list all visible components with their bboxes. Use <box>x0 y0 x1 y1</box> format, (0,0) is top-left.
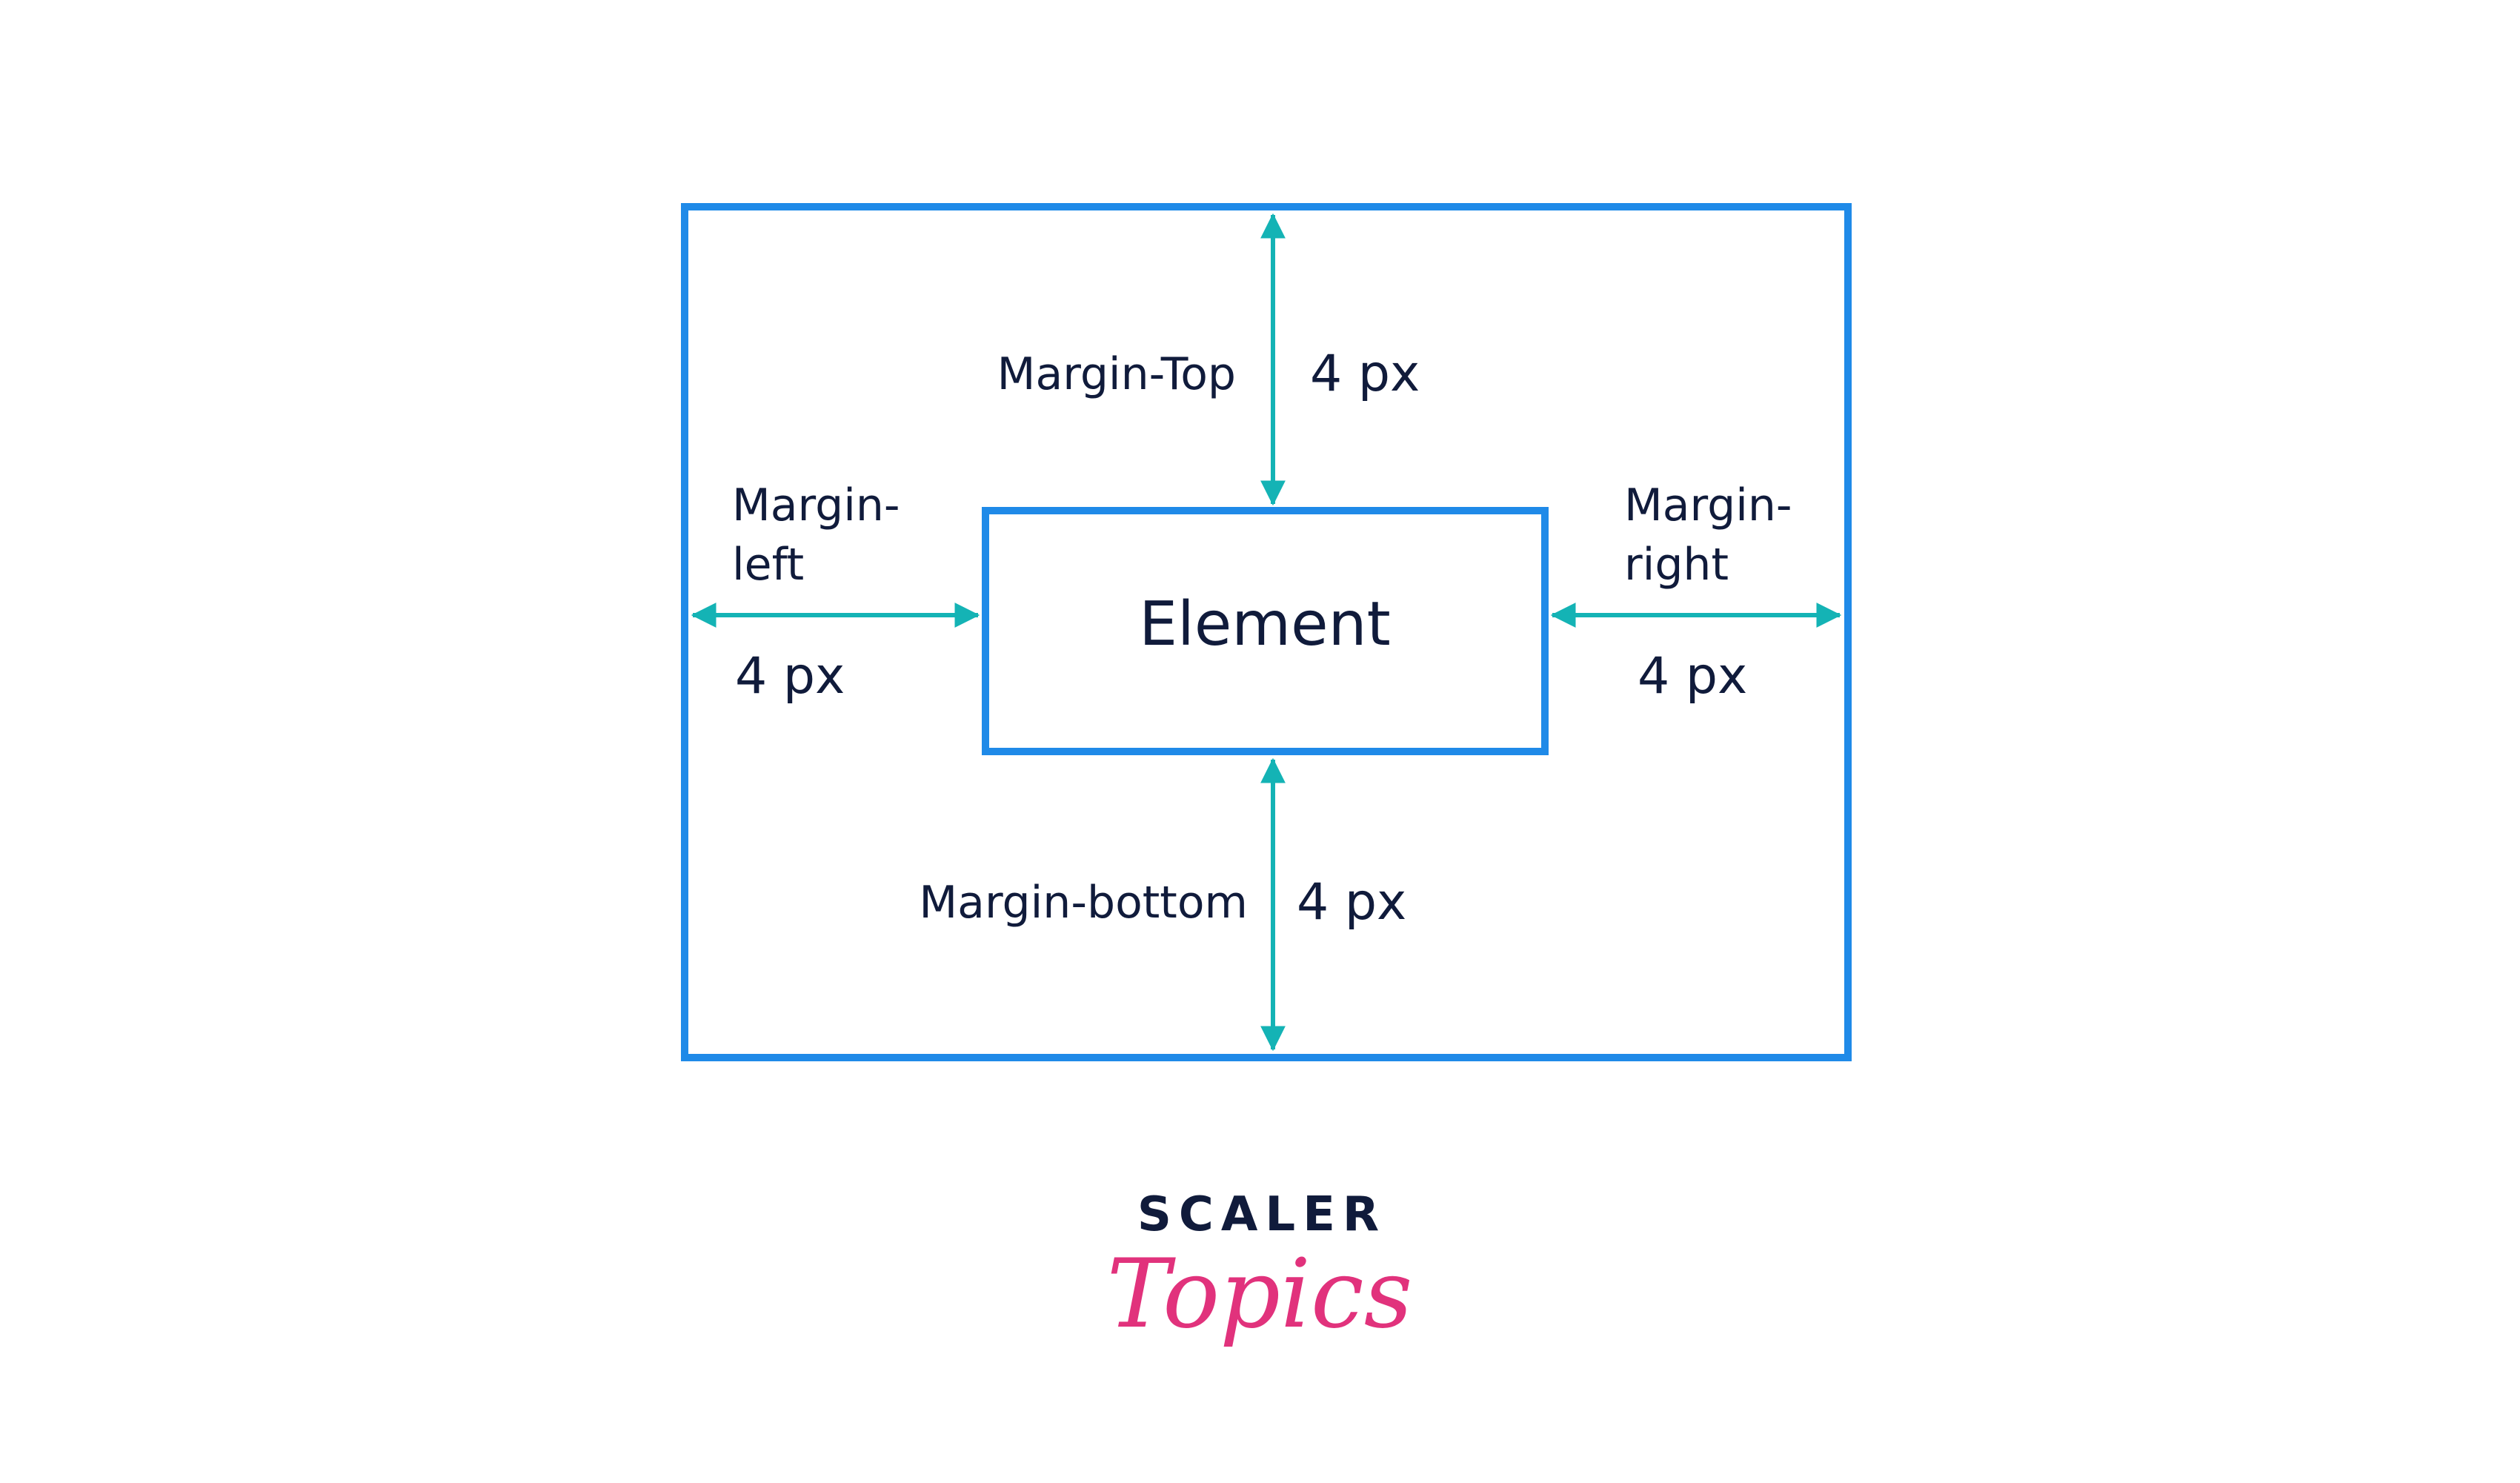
margin-right-value: 4 px <box>1638 647 1747 706</box>
outer-box <box>681 203 1852 1061</box>
margin-right-label-line1: Margin- <box>1624 480 1792 531</box>
margin-bottom-label: Margin-bottom <box>919 877 1248 929</box>
scaler-topics-logo: SCALER Topics <box>1107 1187 1413 1350</box>
element-label: Element <box>1139 589 1391 660</box>
margin-bottom-value: 4 px <box>1297 873 1406 932</box>
element-box <box>982 507 1549 755</box>
logo-scaler-text: SCALER <box>1137 1187 1386 1242</box>
margin-right-label-line2: right <box>1624 539 1729 591</box>
margin-left-label-line1: Margin- <box>732 480 900 531</box>
margin-left-value: 4 px <box>735 647 845 706</box>
margin-top-value: 4 px <box>1310 345 1420 403</box>
logo-topics-text: Topics <box>1107 1239 1413 1350</box>
margin-left-label-line2: left <box>732 539 804 591</box>
margin-top-label: Margin-Top <box>997 348 1236 400</box>
